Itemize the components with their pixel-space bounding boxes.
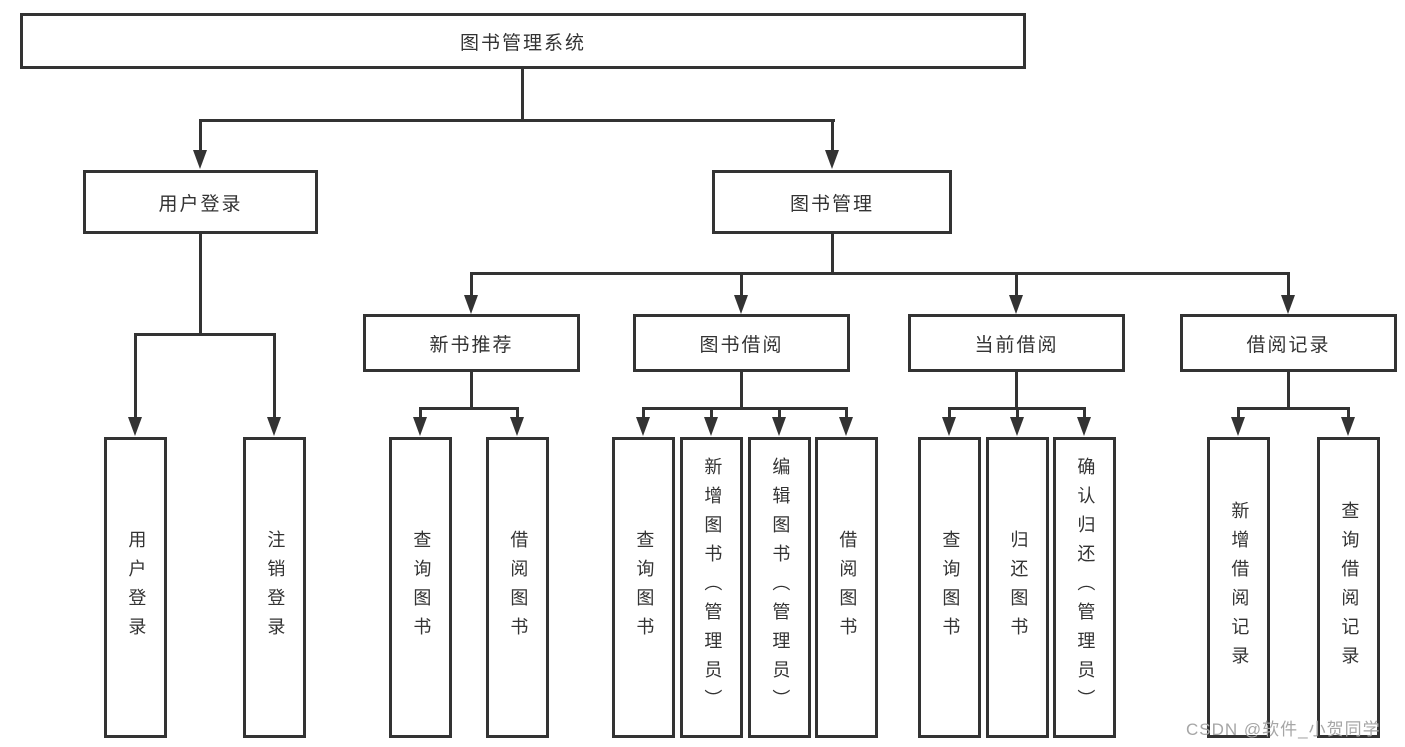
arrowhead-down-icon — [825, 150, 839, 169]
leaf-add-book-admin: 新增图书（管理员） — [680, 437, 743, 738]
leaf-label: 借阅图书 — [837, 529, 858, 646]
node-label: 新书推荐 — [429, 334, 514, 356]
connector-current-stem — [1015, 370, 1018, 409]
connector-drop-leaf — [642, 407, 645, 419]
arrowhead-down-icon — [510, 417, 524, 436]
connector-drop-leaf — [948, 407, 951, 419]
connector-drop-leaf — [1237, 407, 1240, 419]
arrowhead-down-icon — [464, 295, 478, 314]
arrowhead-down-icon — [1341, 417, 1355, 436]
csdn-watermark: CSDN @软件_小贺同学 — [1186, 720, 1381, 739]
node-book-management: 图书管理 — [712, 170, 952, 234]
connector-root-bar — [199, 119, 835, 122]
leaf-label: 查询图书 — [411, 529, 432, 646]
arrowhead-down-icon — [1281, 295, 1295, 314]
connector-drop-level3 — [470, 272, 473, 297]
arrowhead-down-icon — [636, 417, 650, 436]
node-book-borrowing: 图书借阅 — [633, 314, 850, 372]
node-user-login: 用户登录 — [83, 170, 318, 234]
connector-user-login-bar — [134, 333, 276, 336]
node-label: 用户登录 — [158, 193, 243, 215]
leaf-logout: 注销登录 — [243, 437, 306, 738]
node-library-management-system: 图书管理系统 — [20, 13, 1026, 69]
connector-drop-level3 — [740, 272, 743, 297]
leaf-query-books-borrowing: 查询图书 — [612, 437, 675, 738]
connector-drop-level3 — [1287, 272, 1290, 297]
leaf-borrow-books-borrowing: 借阅图书 — [815, 437, 878, 738]
leaf-label: 用户登录 — [126, 529, 147, 646]
leaf-label: 编辑图书（管理员） — [770, 457, 791, 718]
arrowhead-down-icon — [839, 417, 853, 436]
arrowhead-down-icon — [772, 417, 786, 436]
connector-user-login-stem — [199, 232, 202, 335]
connector-root-stem — [521, 67, 524, 121]
leaf-query-books-recommend: 查询图书 — [389, 437, 452, 738]
leaf-user-login: 用户登录 — [104, 437, 167, 738]
arrowhead-down-icon — [704, 417, 718, 436]
arrowhead-down-icon — [1077, 417, 1091, 436]
leaf-label: 新增借阅记录 — [1229, 500, 1250, 675]
node-new-book-recommendation: 新书推荐 — [363, 314, 580, 372]
connector-drop-leaf — [273, 333, 276, 419]
connector-drop-leaf — [845, 407, 848, 419]
connector-drop-leaf — [1016, 407, 1019, 419]
leaf-label: 注销登录 — [265, 529, 286, 646]
connector-drop-leaf — [778, 407, 781, 419]
leaf-borrow-books-recommend: 借阅图书 — [486, 437, 549, 738]
node-label: 借阅记录 — [1246, 334, 1331, 356]
connector-records-stem — [1287, 370, 1290, 409]
connector-drop-user-login — [199, 119, 202, 151]
leaf-label: 查询图书 — [634, 529, 655, 646]
node-label: 图书管理 — [789, 193, 874, 215]
leaf-label: 新增图书（管理员） — [702, 457, 723, 718]
leaf-label: 确认归还（管理员） — [1075, 457, 1096, 718]
connector-recommend-stem — [470, 370, 473, 409]
connector-borrowing-bar — [642, 407, 848, 410]
connector-book-management-stem — [831, 232, 834, 274]
arrowhead-down-icon — [1009, 295, 1023, 314]
arrowhead-down-icon — [267, 417, 281, 436]
leaf-query-borrow-record: 查询借阅记录 — [1317, 437, 1380, 738]
arrowhead-down-icon — [734, 295, 748, 314]
node-label: 图书管理系统 — [459, 32, 586, 54]
arrowhead-down-icon — [193, 150, 207, 169]
connector-book-management-bar — [470, 272, 1290, 275]
leaf-label: 归还图书 — [1008, 529, 1029, 646]
node-borrowing-records: 借阅记录 — [1180, 314, 1397, 372]
connector-drop-book-management — [831, 119, 834, 151]
leaf-add-borrow-record: 新增借阅记录 — [1207, 437, 1270, 738]
leaf-confirm-return-admin: 确认归还（管理员） — [1053, 437, 1116, 738]
connector-recommend-bar — [419, 407, 519, 410]
connector-drop-leaf — [419, 407, 422, 419]
connector-drop-leaf — [516, 407, 519, 419]
connector-drop-level3 — [1015, 272, 1018, 297]
connector-drop-leaf — [710, 407, 713, 419]
leaf-label: 查询借阅记录 — [1339, 500, 1360, 675]
arrowhead-down-icon — [1010, 417, 1024, 436]
arrowhead-down-icon — [942, 417, 956, 436]
arrowhead-down-icon — [1231, 417, 1245, 436]
connector-drop-leaf — [134, 333, 137, 419]
leaf-label: 借阅图书 — [508, 529, 529, 646]
leaf-label: 查询图书 — [940, 529, 961, 646]
leaf-return-books: 归还图书 — [986, 437, 1049, 738]
leaf-query-books-current: 查询图书 — [918, 437, 981, 738]
connector-drop-leaf — [1347, 407, 1350, 419]
arrowhead-down-icon — [128, 417, 142, 436]
connector-borrowing-stem — [740, 370, 743, 409]
node-current-borrowing: 当前借阅 — [908, 314, 1125, 372]
node-label: 图书借阅 — [699, 334, 784, 356]
connector-drop-leaf — [1083, 407, 1086, 419]
connector-records-bar — [1237, 407, 1350, 410]
leaf-edit-book-admin: 编辑图书（管理员） — [748, 437, 811, 738]
node-label: 当前借阅 — [974, 334, 1059, 356]
arrowhead-down-icon — [413, 417, 427, 436]
